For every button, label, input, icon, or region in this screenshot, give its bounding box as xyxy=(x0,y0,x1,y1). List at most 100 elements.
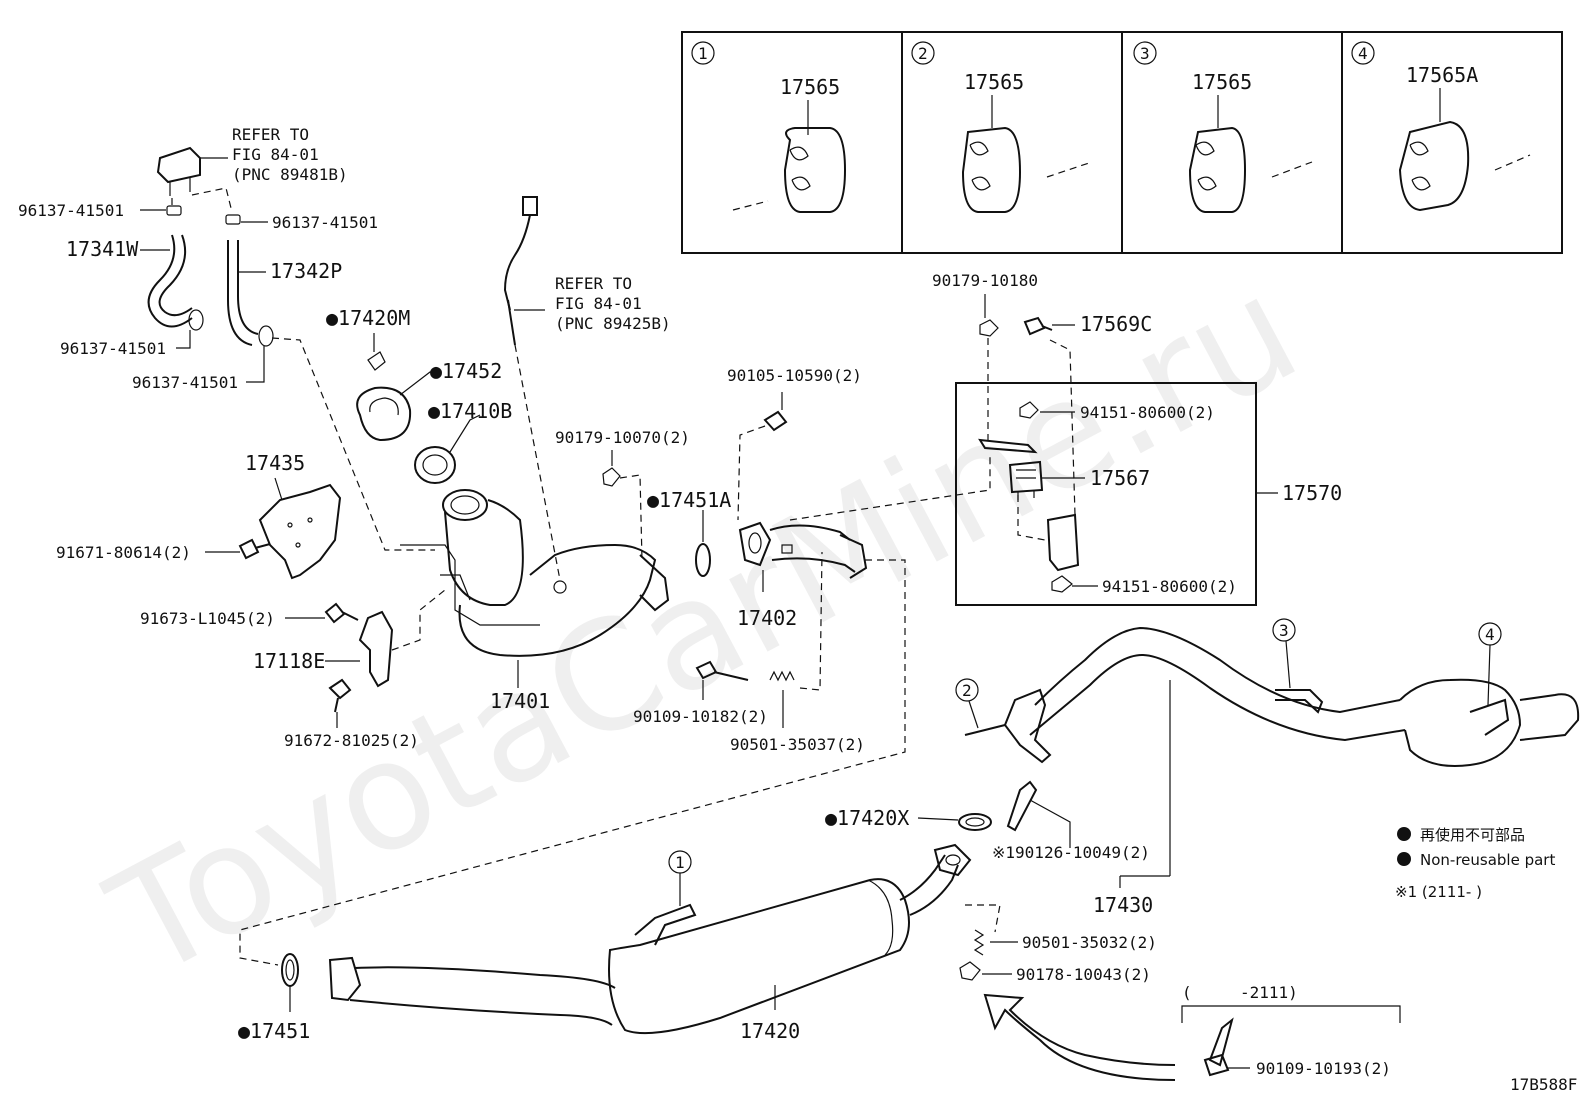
part-17341W: 17341W xyxy=(66,237,139,261)
bolt-icon xyxy=(1023,316,1053,336)
part-96137-41501: 96137-41501 xyxy=(132,373,238,392)
nut-icon xyxy=(602,467,621,487)
gasket-inner xyxy=(965,817,985,827)
hanger-rubber-17567 xyxy=(1008,460,1044,494)
hanger-rubber-holes xyxy=(1195,141,1217,191)
bolt-icon xyxy=(238,538,271,560)
insulator-hole xyxy=(307,517,313,523)
ref2-line3: (PNC 89425B) xyxy=(555,314,671,333)
spring-guide xyxy=(799,551,823,691)
inset-1-part-number: 17565 xyxy=(780,75,840,99)
inset-4-callout xyxy=(1351,41,1375,65)
vacuum-hose-17342P-edge xyxy=(237,240,259,335)
part-90109-10182: 90109-10182(2) xyxy=(633,707,768,726)
vacuum-hose-17341W xyxy=(147,234,193,328)
gasket-inner xyxy=(285,959,295,981)
callout-4: 4 xyxy=(1485,625,1495,644)
sensor-boss xyxy=(553,580,567,594)
part-17420X: ●17420X xyxy=(825,806,909,830)
hanger-assembly-frame xyxy=(955,382,1257,606)
leader xyxy=(246,346,265,383)
legend-nonreusable-en: Non-reusable part xyxy=(1420,851,1555,869)
hanger-rubber-detail xyxy=(1016,469,1036,500)
inset-2-callout xyxy=(911,41,935,65)
legend: 再使用不可部品 Non-reusable part ※1 (2111- ) xyxy=(1395,826,1555,901)
vacuum-hose-17342P xyxy=(227,240,253,346)
nonreusable-dot-icon xyxy=(1397,852,1411,866)
muffler-outlet-flange xyxy=(933,843,972,877)
oxygen-sensor-body xyxy=(507,299,516,346)
callout-1: 1 xyxy=(675,853,685,872)
part-90501-35032: 90501-35032(2) xyxy=(1022,933,1157,952)
converter-wire xyxy=(400,544,540,626)
leader xyxy=(968,700,979,729)
hose-clamp-icon xyxy=(258,325,274,347)
sensor-wire xyxy=(503,214,531,311)
hanger-rod xyxy=(1275,689,1324,714)
vacuum-hose-17341W-edge xyxy=(158,234,193,317)
heat-insulator-17435 xyxy=(258,483,342,580)
muffler-inlet-pipe xyxy=(349,966,616,1026)
hanger-bracket xyxy=(1046,513,1080,572)
legend-nonreusable-jp: 再使用不可部品 xyxy=(1420,826,1525,844)
converter-wire xyxy=(440,574,471,601)
leader xyxy=(176,330,191,349)
insulator-hole xyxy=(287,522,293,528)
part-90179-10070: 90179-10070(2) xyxy=(555,428,690,447)
part-17410B: ●17410B xyxy=(428,399,512,423)
legend-note-1: ※1 (2111- ) xyxy=(1395,883,1482,901)
tail-pipe-upper xyxy=(1034,626,1401,714)
part-90501-35037: 90501-35037(2) xyxy=(730,735,865,754)
hanger-rubber-icon xyxy=(961,126,1022,213)
inset-1-number: 1 xyxy=(698,44,708,63)
tail-pipe-17430: 2 3 4 17430 ※190126-10049(2) xyxy=(955,618,1580,917)
figure-code: 17B588F xyxy=(1510,1075,1577,1094)
sensor-connector-icon xyxy=(522,196,538,216)
stud-bolt-icon xyxy=(1006,780,1038,832)
part-17451A: ●17451A xyxy=(647,488,731,512)
front-pipe-17402: 17402 xyxy=(239,455,991,966)
converter-fasteners: 90179-10070(2) ●17451A 90105-10590(2) xyxy=(555,366,862,577)
part-17402: 17402 xyxy=(737,606,797,630)
catalytic-converter-17401: 17401 xyxy=(400,489,670,713)
tail-pipe-lower xyxy=(1029,653,1406,742)
part-91672-81025: 91672-81025(2) xyxy=(284,731,419,750)
part-96137-41501: 96137-41501 xyxy=(60,339,166,358)
oxygen-sensor-group: REFER TO FIG 84-01 (PNC 89425B) xyxy=(503,196,671,581)
pressure-sensor-group: REFER TO FIG 84-01 (PNC 89481B) 96137-41… xyxy=(18,125,435,551)
range-bracket xyxy=(1181,1005,1401,1023)
part-17430: 17430 xyxy=(1093,893,1153,917)
part-17435: 17435 xyxy=(245,451,305,475)
tail-pipe-flange xyxy=(1003,688,1052,764)
ref2-line1: REFER TO xyxy=(555,274,632,293)
pipe-to-muffler-guide xyxy=(239,559,906,966)
hose-clamp-icon xyxy=(225,214,241,225)
nut-guide xyxy=(619,474,643,561)
hose-clamp-icon xyxy=(166,205,182,216)
bolt-icon xyxy=(695,660,749,681)
nut-icon xyxy=(959,961,981,981)
part-90105-10590: 90105-10590(2) xyxy=(727,366,862,385)
front-pipe-body xyxy=(769,524,856,573)
hanger-rod-stub xyxy=(732,200,769,211)
inset-4-number: 4 xyxy=(1358,44,1368,63)
leader xyxy=(1029,799,1071,848)
bolt-icon xyxy=(324,602,359,624)
inset-4: 4 17565A xyxy=(1351,41,1531,212)
variant-2111-group: ( -2111) 90109-10193(2) xyxy=(983,983,1401,1081)
leader xyxy=(917,817,959,821)
spring-icon xyxy=(769,670,795,682)
hanger-rubber-holes xyxy=(1409,141,1431,191)
manifold-gaskets: ●17420M ●17452 ●17410B xyxy=(326,306,512,484)
leader xyxy=(399,371,437,396)
leader xyxy=(1487,644,1491,706)
center-muffler-17420: ●17420X 1 17420 ●17451 90501-35032(2) 90… xyxy=(238,806,1157,1043)
nut-icon xyxy=(979,319,999,337)
front-pipe-outlet-flange xyxy=(839,534,868,579)
nut-icon xyxy=(1019,401,1039,419)
part-17118E: 17118E xyxy=(253,649,325,673)
inset-3-callout xyxy=(1133,41,1157,65)
direction-arrow xyxy=(983,993,1176,1081)
hanger-guide xyxy=(987,338,1076,516)
